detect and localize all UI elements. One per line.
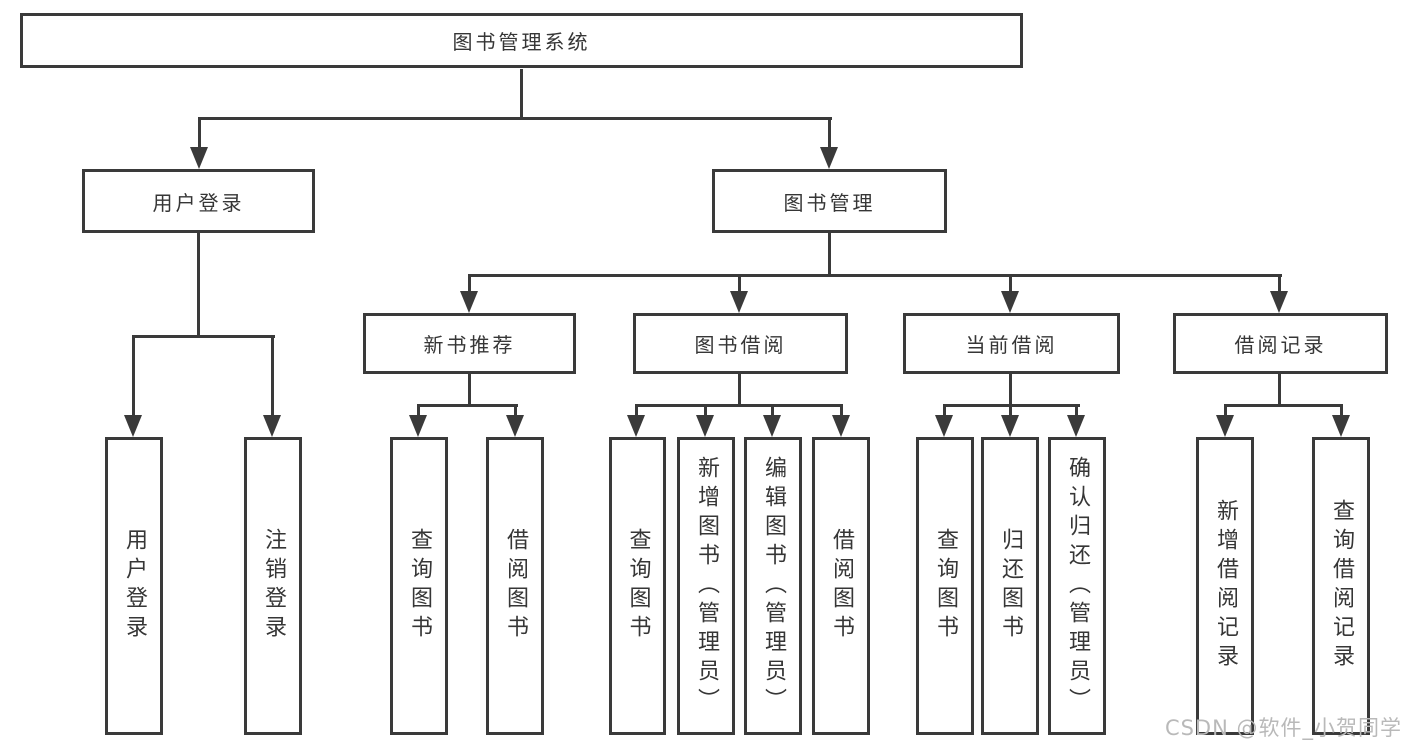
leaf-add-books-admin-label: 新增图书（管理员）: [694, 455, 719, 717]
leaf-query-borrow-record-label: 查询借阅记录: [1329, 499, 1354, 673]
connector-line: [1278, 374, 1281, 407]
connector-line: [1224, 404, 1343, 407]
arrowhead-icon: [696, 415, 714, 437]
connector-line: [828, 117, 831, 149]
connector-line: [704, 404, 707, 417]
node-book-borrow: 图书借阅: [633, 313, 848, 374]
node-user-login-label: 用户登录: [152, 190, 245, 215]
leaf-query-borrow-record: 查询借阅记录: [1312, 437, 1370, 735]
node-book-management-label: 图书管理: [783, 190, 876, 215]
node-new-book-recommend: 新书推荐: [363, 313, 576, 374]
arrowhead-icon: [730, 291, 748, 313]
leaf-logout: 注销登录: [244, 437, 302, 735]
arrowhead-icon: [1332, 415, 1350, 437]
leaf-borrow-books-recommend: 借阅图书: [486, 437, 544, 735]
connector-line: [1009, 274, 1012, 292]
leaf-add-borrow-record: 新增借阅记录: [1196, 437, 1254, 735]
leaf-query-books-recommend: 查询图书: [390, 437, 448, 735]
leaf-edit-books-admin-label: 编辑图书（管理员）: [761, 455, 786, 717]
csdn-watermark: CSDN @软件_小贺同学: [1164, 716, 1402, 740]
node-new-book-recommend-label: 新书推荐: [423, 333, 516, 357]
leaf-user-login: 用户登录: [105, 437, 163, 735]
arrowhead-icon: [763, 415, 781, 437]
leaf-query-books-borrow-label: 查询图书: [625, 528, 651, 644]
leaf-return-books: 归还图书: [981, 437, 1039, 735]
node-current-borrow-label: 当前借阅: [965, 333, 1058, 357]
arrowhead-icon: [627, 415, 645, 437]
leaf-query-books-current-label: 查询图书: [933, 528, 958, 644]
connector-line: [1009, 404, 1012, 417]
connector-line: [520, 69, 523, 118]
node-root: 图书管理系统: [20, 13, 1023, 68]
arrowhead-icon: [935, 415, 953, 437]
arrowhead-icon: [409, 415, 427, 437]
arrowhead-icon: [832, 415, 850, 437]
connector-line: [1075, 404, 1078, 417]
arrowhead-icon: [506, 415, 524, 437]
node-user-login: 用户登录: [82, 169, 315, 233]
connector-line: [1224, 404, 1227, 417]
connector-line: [197, 233, 200, 338]
connector-line: [132, 335, 275, 338]
leaf-query-books-recommend-label: 查询图书: [407, 528, 432, 644]
connector-line: [771, 404, 774, 417]
connector-line: [417, 404, 518, 407]
connector-line: [514, 404, 517, 417]
connector-line: [635, 404, 638, 417]
arrowhead-icon: [190, 147, 208, 169]
node-current-borrow: 当前借阅: [903, 313, 1120, 374]
node-book-management: 图书管理: [712, 169, 947, 233]
connector-line: [635, 404, 843, 407]
connector-line: [198, 117, 201, 149]
connector-line: [840, 404, 843, 417]
leaf-query-books-borrow: 查询图书: [609, 437, 666, 735]
node-root-label: 图书管理系统: [452, 30, 591, 54]
node-book-borrow-label: 图书借阅: [694, 333, 787, 357]
connector-line: [198, 117, 832, 120]
leaf-query-books-current: 查询图书: [916, 437, 974, 735]
leaf-borrow-books: 借阅图书: [812, 437, 870, 735]
connector-line: [468, 274, 1282, 277]
connector-line: [738, 274, 741, 292]
leaf-add-borrow-record-label: 新增借阅记录: [1213, 499, 1238, 673]
leaf-return-books-label: 归还图书: [998, 528, 1023, 644]
node-borrow-records: 借阅记录: [1173, 313, 1388, 374]
connector-line: [738, 374, 741, 407]
arrowhead-icon: [263, 415, 281, 437]
leaf-borrow-books-label: 借阅图书: [829, 528, 854, 644]
arrowhead-icon: [820, 147, 838, 169]
connector-line: [943, 404, 946, 417]
leaf-user-login-label: 用户登录: [122, 528, 147, 644]
connector-line: [1340, 404, 1343, 417]
arrowhead-icon: [1001, 415, 1019, 437]
leaf-add-books-admin: 新增图书（管理员）: [677, 437, 735, 735]
leaf-edit-books-admin: 编辑图书（管理员）: [744, 437, 802, 735]
node-borrow-records-label: 借阅记录: [1234, 333, 1327, 357]
connector-line: [468, 374, 471, 407]
connector-line: [468, 274, 471, 292]
leaf-confirm-return-admin-label: 确认归还（管理员）: [1065, 455, 1090, 717]
arrowhead-icon: [124, 415, 142, 437]
arrowhead-icon: [460, 291, 478, 313]
arrowhead-icon: [1067, 415, 1085, 437]
connector-line: [1278, 274, 1281, 292]
connector-line: [828, 233, 831, 277]
connector-line: [132, 335, 135, 415]
leaf-confirm-return-admin: 确认归还（管理员）: [1048, 437, 1106, 735]
connector-line: [417, 404, 420, 417]
leaf-borrow-books-recommend-label: 借阅图书: [503, 528, 528, 644]
arrowhead-icon: [1270, 291, 1288, 313]
connector-line: [1009, 374, 1012, 407]
arrowhead-icon: [1216, 415, 1234, 437]
leaf-logout-label: 注销登录: [261, 528, 286, 644]
arrowhead-icon: [1001, 291, 1019, 313]
connector-line: [271, 335, 274, 415]
